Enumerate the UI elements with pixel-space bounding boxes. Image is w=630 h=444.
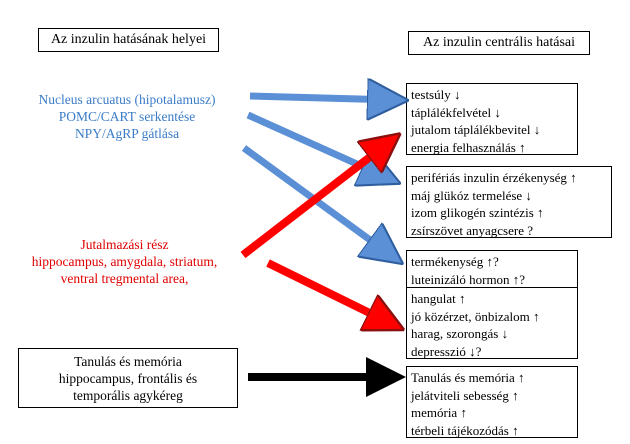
target-metabolism-line-4: zsírszövet anyagcsere ? [411, 222, 533, 238]
target-learning-line-3: memória ↑ [411, 405, 467, 420]
target-learning-line-4: térbeli tájékozódás ↑ [411, 422, 519, 438]
arrow-reward-to-mood [266, 259, 390, 323]
target-metabolism-line-2: máj glükóz termelése ↓ [411, 187, 532, 203]
source-learning-line-2: hippocampus, frontális és [58, 371, 198, 386]
target-fertility: termékenység ↑? luteinizáló hormon ↑? [406, 250, 578, 288]
source-reward-line-3: ventral tregmental area, [60, 271, 189, 286]
target-learning: Tanulás és memória ↑ jelátviteli sebessé… [406, 366, 578, 438]
target-metabolism-line-3: izom glikogén szintézis ↑ [411, 205, 544, 220]
target-fertility-line-2: luteinizáló hormon ↑? [411, 271, 526, 287]
target-energy-line-4: energia felhasználás ↑ [411, 139, 526, 155]
target-metabolism-line-1: perifériás inzulin érzékenység ↑ [411, 170, 577, 185]
source-hypothalamus-line-3: NPY/AgRP gátlása [74, 126, 180, 141]
target-energy-line-3: jutalom táplálékbevitel ↓ [411, 122, 541, 137]
header-right-text: Az inzulin centrális hatásai [423, 35, 575, 50]
source-learning-line-1: Tanulás és memória [74, 354, 182, 369]
source-hypothalamus: Nucleus arcuatus (hipotalamusz) POMC/CAR… [18, 91, 236, 147]
source-reward: Jutalmazási rész hippocampus, amygdala, … [12, 236, 237, 292]
target-fertility-line-1: termékenység ↑? [411, 254, 499, 269]
source-reward-line-1: Jutalmazási rész [80, 237, 169, 252]
target-mood-line-2: jó közérzet, önbizalom ↑ [411, 308, 540, 324]
header-right: Az inzulin centrális hatásai [408, 31, 590, 55]
header-left-text: Az inzulin hatásának helyei [50, 32, 207, 47]
target-learning-line-1: Tanulás és memória ↑ [411, 370, 525, 385]
arrow-reward-to-energy [240, 143, 388, 259]
target-metabolism: perifériás inzulin érzékenység ↑ máj glü… [406, 166, 612, 238]
arrow-hypothalamus-to-energy [249, 96, 395, 100]
target-mood-line-1: hangulat ↑ [411, 291, 466, 306]
source-learning: Tanulás és memória hippocampus, frontáli… [18, 348, 238, 408]
target-energy-line-2: táplálékfelvétel ↓ [411, 104, 501, 120]
source-learning-line-3: temporális agykéreg [73, 388, 183, 403]
target-learning-line-2: jelátviteli sebesség ↑ [411, 387, 519, 403]
source-hypothalamus-line-1: Nucleus arcuatus (hipotalamusz) [38, 92, 216, 107]
target-mood: hangulat ↑ jó közérzet, önbizalom ↑ hara… [406, 287, 578, 359]
target-energy-line-1: testsúly ↓ [411, 87, 461, 102]
header-left: Az inzulin hatásának helyei [38, 28, 219, 52]
target-mood-line-4: depresszió ↓? [411, 343, 482, 359]
target-mood-line-3: harag, szorongás ↓ [411, 326, 509, 341]
source-reward-line-2: hippocampus, amygdala, striatum, [31, 254, 218, 269]
source-hypothalamus-line-2: POMC/CART serkentése [58, 109, 196, 124]
target-energy-balance: testsúly ↓ táplálékfelvétel ↓ jutalom tá… [406, 83, 578, 155]
